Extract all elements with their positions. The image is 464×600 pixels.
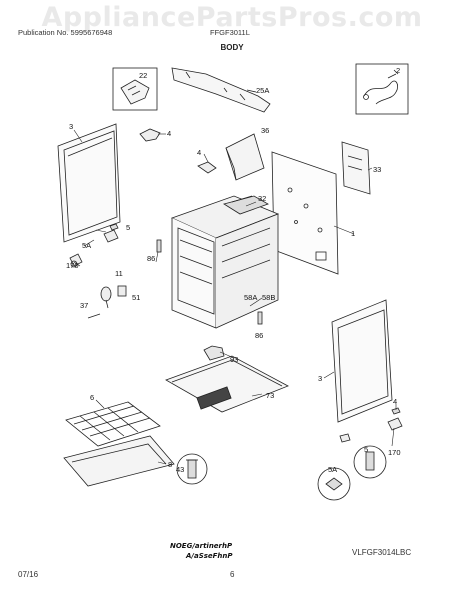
callout-51: 51 [132,293,140,302]
callout-5-left: 5 [126,223,130,232]
callout-43: 43 [176,465,184,474]
callout-5a-left: 5A [82,241,91,250]
callout-11: 11 [115,269,123,278]
section-title: BODY [220,43,244,52]
part-22-bracket-box [112,67,158,111]
callout-2: 2 [396,66,400,75]
callout-4-mid: 4 [197,148,201,157]
callout-5a-right: 5A [328,465,337,474]
part-33-rear-cover [341,141,371,195]
page-number: 6 [230,570,235,579]
callout-170-right: 170 [388,448,401,457]
part-6-oven-rack [65,401,161,447]
part-8-broiler-pan [63,435,175,487]
leader-lines [73,129,397,465]
callout-37: 37 [80,301,88,310]
callout-3-left: 3 [69,122,73,131]
part-4-mid-bracket [197,161,217,174]
part-37-pin [87,313,101,319]
oven-body-assembly [170,195,280,329]
callout-5-right: 5 [364,445,368,454]
callout-6: 6 [90,393,94,402]
callout-93: 93 [230,355,238,364]
left-side-hardware [69,223,119,268]
callout-58a: 58A [244,293,257,302]
parts-11-51-knob [100,285,127,309]
callout-86-top: 86 [147,254,155,263]
callout-86-bottom: 86 [255,331,263,340]
part-3-left-side-panel [57,123,121,243]
part-36-angled-panel [225,133,265,181]
part-4-top-bracket [139,128,161,142]
callout-32: 32 [258,194,266,203]
callout-73: 73 [266,391,274,400]
callout-25a: 25A [256,86,269,95]
note-line-1: NOEG/artinerhP [170,542,233,550]
part-1-back-panel [271,151,339,275]
drawing-id: VLFGF3014LBC [352,548,412,557]
watermark: AppliancePartsPros.com [41,2,423,33]
callout-8: 8 [168,460,172,469]
part-3-right-side-panel [331,299,393,423]
publication-number: Publication No. 5995676948 [18,28,113,37]
part-2-wiring-box [355,63,409,115]
part-86-clips [156,239,263,325]
part-25a-top-bracket [171,67,271,113]
callout-170-left: 170 [66,261,79,270]
note-line-2: A/aSseFhnP [186,552,233,560]
callout-4-top: 4 [167,129,171,138]
model-number: FFGF3011L [210,28,250,37]
callout-1: 1 [351,229,355,238]
right-side-hardware [317,407,403,501]
callout-36: 36 [261,126,269,135]
callout-33: 33 [373,165,381,174]
callout-22: 22 [139,71,147,80]
part-93-cap [203,345,225,361]
part-43-bolt [176,453,208,485]
callout-3-right: 3 [318,374,322,383]
part-73-oven-bottom [165,355,289,413]
callout-58b: 58B [262,293,275,302]
callout-4-right: 4 [393,397,397,406]
callout-labels: 22 25A 2 3 4 36 4 33 32 1 5 5A 170 86 11… [66,66,401,474]
footer-date: 07/16 [18,570,39,579]
